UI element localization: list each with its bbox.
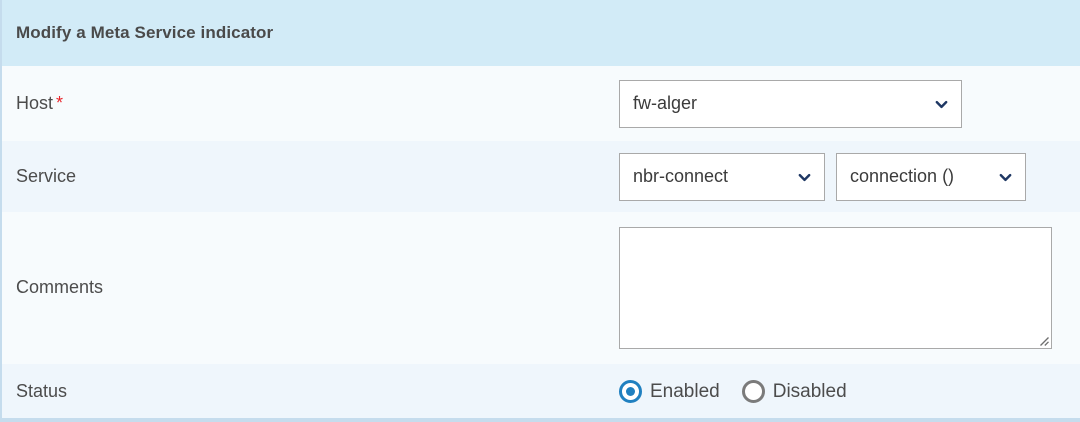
form-row-status: Status Enabled Disabled (2, 364, 1080, 419)
host-label: Host* (2, 93, 619, 115)
comments-textarea-wrapper (619, 227, 1052, 349)
comments-label-text: Comments (16, 277, 104, 298)
host-control: fw-alger (619, 79, 1080, 128)
panel-header: Modify a Meta Service indicator (2, 0, 1080, 66)
service-label-text: Service (16, 165, 77, 186)
status-label: Status (2, 381, 619, 403)
comments-textarea[interactable] (620, 228, 1051, 348)
form-row-service: Service nbr-connect connection () (2, 141, 1080, 212)
status-radio-disabled[interactable]: Disabled (741, 380, 847, 403)
host-select[interactable]: fw-alger (619, 79, 962, 128)
comments-label: Comments (2, 277, 619, 299)
chevron-down-icon (797, 170, 812, 185)
host-label-text: Host (16, 92, 54, 113)
form-row-host: Host* fw-alger (2, 66, 1080, 141)
panel-bottom-divider (2, 418, 1080, 422)
status-label-text: Status (16, 380, 68, 401)
status-radio-enabled[interactable]: Enabled (619, 380, 720, 403)
status-radio-disabled-label: Disabled (772, 380, 847, 402)
service-label: Service (2, 166, 619, 188)
radio-unselected-icon[interactable] (741, 380, 765, 403)
comments-control (619, 227, 1080, 349)
status-radio-enabled-label: Enabled (650, 380, 720, 402)
chevron-down-icon (934, 97, 949, 112)
service-metric-select[interactable]: connection () (836, 152, 1026, 201)
service-metric-select-value: connection () (850, 166, 955, 186)
service-name-select-value: nbr-connect (633, 166, 729, 186)
radio-selected-icon[interactable] (619, 380, 642, 403)
host-select-value: fw-alger (633, 93, 698, 113)
page-title: Modify a Meta Service indicator (16, 23, 274, 42)
service-control: nbr-connect connection () (619, 152, 1080, 201)
required-asterisk: * (56, 92, 64, 113)
service-name-select[interactable]: nbr-connect (619, 152, 825, 201)
form-row-comments: Comments (2, 212, 1080, 364)
status-radio-group: Enabled Disabled (619, 380, 847, 403)
chevron-down-icon (998, 170, 1013, 185)
status-control: Enabled Disabled (619, 380, 1080, 403)
